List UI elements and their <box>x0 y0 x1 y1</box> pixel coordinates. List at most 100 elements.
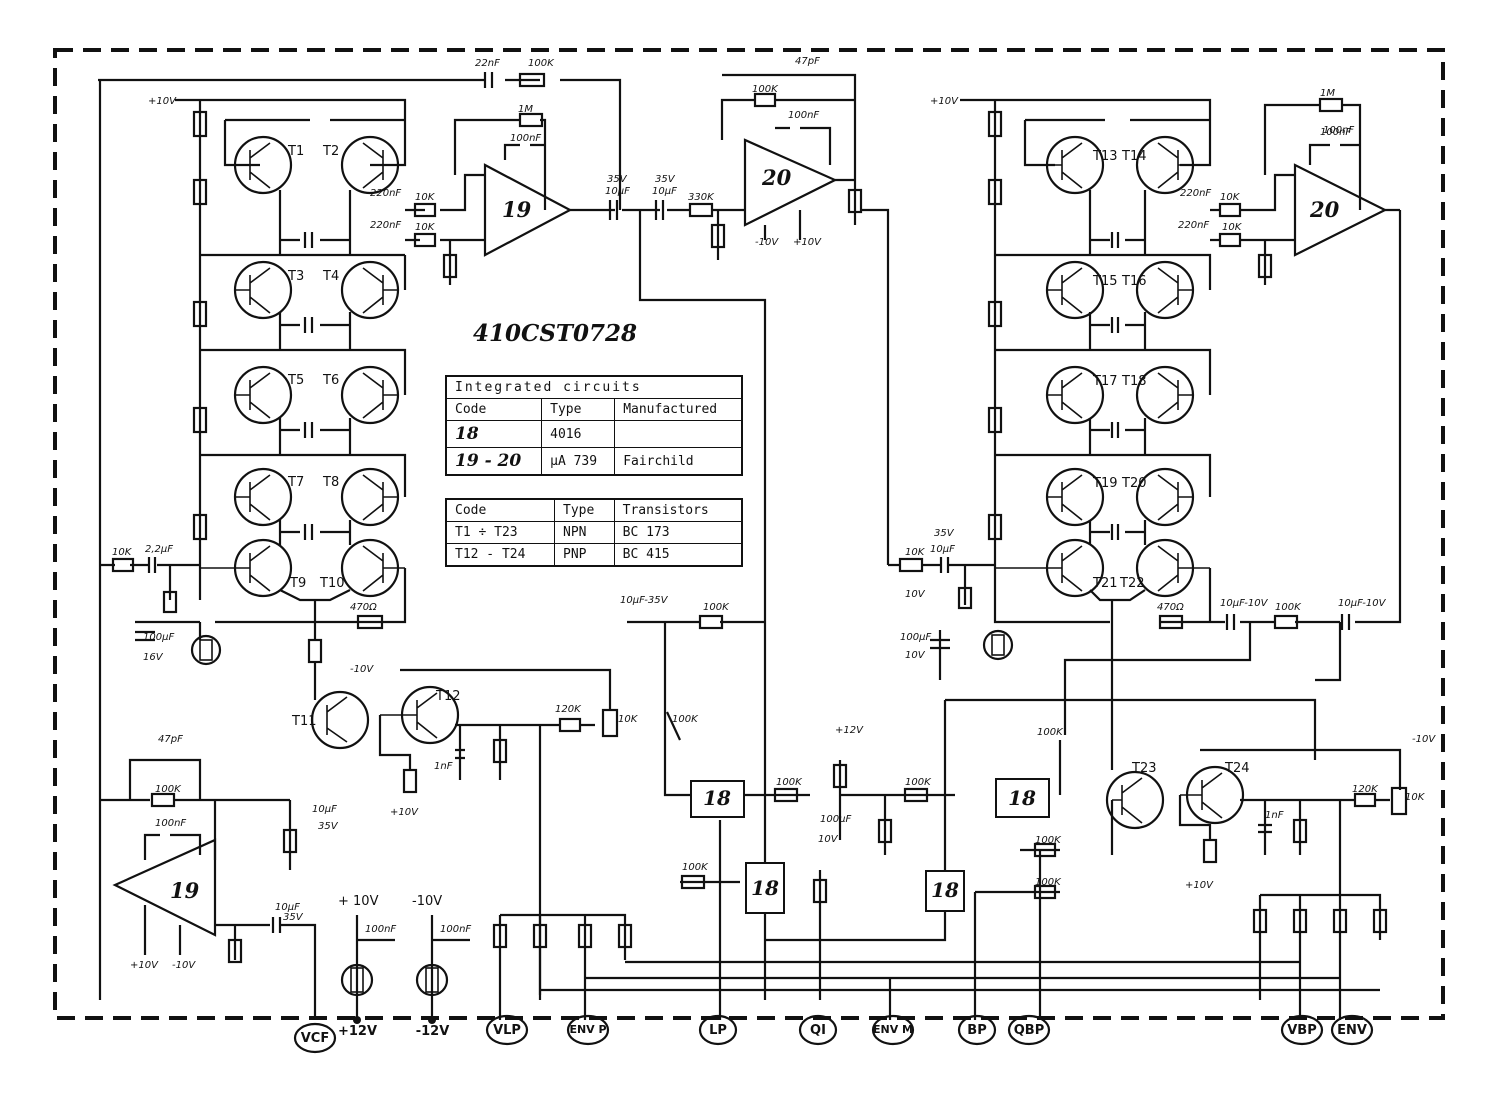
svg-text:T20: T20 <box>1121 476 1146 491</box>
svg-text:T6: T6 <box>322 373 339 388</box>
svg-text:T16: T16 <box>1121 274 1146 289</box>
opamp-20-right <box>1210 97 1400 285</box>
svg-text:470Ω: 470Ω <box>1157 602 1184 613</box>
svg-text:T7: T7 <box>287 475 304 490</box>
svg-text:-10V: -10V <box>350 664 374 675</box>
svg-text:100K: 100K <box>1035 877 1062 888</box>
svg-text:20: 20 <box>761 165 792 190</box>
svg-text:10K: 10K <box>618 714 639 725</box>
svg-text:120K: 120K <box>555 704 582 715</box>
transistor-t6 <box>340 365 400 425</box>
board-code: 410CST0728 <box>473 320 638 347</box>
opamp-19-top <box>98 72 622 285</box>
svg-text:47pF: 47pF <box>158 734 183 745</box>
svg-text:10µF: 10µF <box>275 902 300 913</box>
svg-text:T22: T22 <box>1119 576 1144 591</box>
svg-text:220nF: 220nF <box>1180 188 1211 199</box>
svg-text:35V: 35V <box>934 528 955 539</box>
svg-text:10K: 10K <box>112 547 133 558</box>
svg-text:10µF-10V: 10µF-10V <box>1338 598 1387 609</box>
svg-text:T11: T11 <box>291 714 316 729</box>
svg-text:220nF: 220nF <box>370 188 401 199</box>
transistor-t18 <box>1135 365 1195 425</box>
svg-text:-10V: -10V <box>172 960 196 971</box>
terminal-minus12v: -12V <box>415 1024 450 1039</box>
svg-text:10µF: 10µF <box>605 186 630 197</box>
terminal-bp: BP <box>967 1023 987 1038</box>
svg-text:1nF: 1nF <box>434 761 453 772</box>
svg-text:10K: 10K <box>415 192 436 203</box>
svg-text:100K: 100K <box>703 602 730 613</box>
svg-text:35V: 35V <box>283 912 304 923</box>
transistor-t19 <box>1045 467 1105 527</box>
transistor-t4 <box>340 260 400 320</box>
svg-text:100K: 100K <box>682 862 709 873</box>
svg-text:T12: T12 <box>435 689 460 704</box>
svg-text:-10V: -10V <box>755 237 779 248</box>
svg-text:19: 19 <box>502 197 532 222</box>
svg-text:T10: T10 <box>319 576 344 591</box>
svg-text:35V: 35V <box>607 174 628 185</box>
bottom-routing <box>492 614 1380 1020</box>
transistor-t21 <box>995 538 1105 598</box>
svg-text:+10V: +10V <box>793 237 822 248</box>
transistor-t3 <box>233 260 293 320</box>
ic-18-label-d: 18 <box>931 878 959 902</box>
supply-decoupling <box>340 915 470 1020</box>
svg-text:10V: 10V <box>905 650 926 661</box>
svg-text:+12V: +12V <box>835 725 864 736</box>
transistor-t7 <box>233 467 293 527</box>
svg-text:1M: 1M <box>518 104 533 115</box>
svg-text:T3: T3 <box>287 269 304 284</box>
transistor-t10 <box>340 538 405 598</box>
svg-text:T24: T24 <box>1224 761 1249 776</box>
transistor-t24 <box>1180 765 1245 825</box>
svg-text:+10V: +10V <box>390 807 419 818</box>
svg-text:100µF: 100µF <box>900 632 931 643</box>
transistor-t15 <box>1045 260 1105 320</box>
svg-text:10K: 10K <box>1220 192 1241 203</box>
svg-text:100K: 100K <box>155 784 182 795</box>
svg-text:470Ω: 470Ω <box>350 602 377 613</box>
ic-18-switch-b <box>745 862 785 914</box>
svg-text:22nF: 22nF <box>475 58 500 69</box>
left-bias-block <box>310 662 619 1000</box>
transistor-table-code: T1 ÷ T23 <box>445 521 556 544</box>
ic-labels: 19 20 20 19 <box>170 165 1340 903</box>
svg-text:220nF: 220nF <box>1178 220 1209 231</box>
right-ladder-filter <box>860 98 1402 735</box>
svg-text:100µF: 100µF <box>820 814 851 825</box>
transistor-table-part: BC 173 <box>613 521 743 544</box>
svg-text:100K: 100K <box>905 777 932 788</box>
svg-text:T15: T15 <box>1092 274 1117 289</box>
terminal-qi: QI <box>810 1023 826 1038</box>
ic-table-header-code: Code <box>445 398 543 421</box>
ic-table-header-manufacturer: Manufactured <box>614 398 743 421</box>
ic-18-switch-c <box>995 778 1050 818</box>
ic-table-code: 18 <box>445 420 543 448</box>
svg-text:T8: T8 <box>322 475 339 490</box>
board-outline <box>53 48 1445 1020</box>
svg-text:19: 19 <box>170 878 200 903</box>
svg-text:1M: 1M <box>1320 88 1335 99</box>
svg-text:10K: 10K <box>1222 222 1243 233</box>
transistor-table-header-code: Code <box>445 498 556 522</box>
svg-text:100nF: 100nF <box>365 924 396 935</box>
ic-18-label-b: 18 <box>751 876 779 900</box>
svg-text:10K: 10K <box>415 222 436 233</box>
svg-text:+10V: +10V <box>130 960 159 971</box>
terminal-vcf: VCF <box>300 1031 330 1046</box>
svg-text:10µF: 10µF <box>312 804 337 815</box>
svg-text:100K: 100K <box>752 84 779 95</box>
svg-text:+10V: +10V <box>148 96 177 107</box>
opamp-19-bottom <box>100 758 317 1020</box>
svg-text:35V: 35V <box>318 821 339 832</box>
svg-text:47pF: 47pF <box>795 56 820 67</box>
svg-text:100K: 100K <box>1037 727 1064 738</box>
svg-text:100nF: 100nF <box>788 110 819 121</box>
svg-text:100nF: 100nF <box>1323 125 1354 136</box>
ic-table-manufacturer <box>614 420 743 448</box>
svg-text:16V: 16V <box>143 652 164 663</box>
svg-text:1nF: 1nF <box>1265 810 1284 821</box>
transistor-t12 <box>380 685 460 745</box>
